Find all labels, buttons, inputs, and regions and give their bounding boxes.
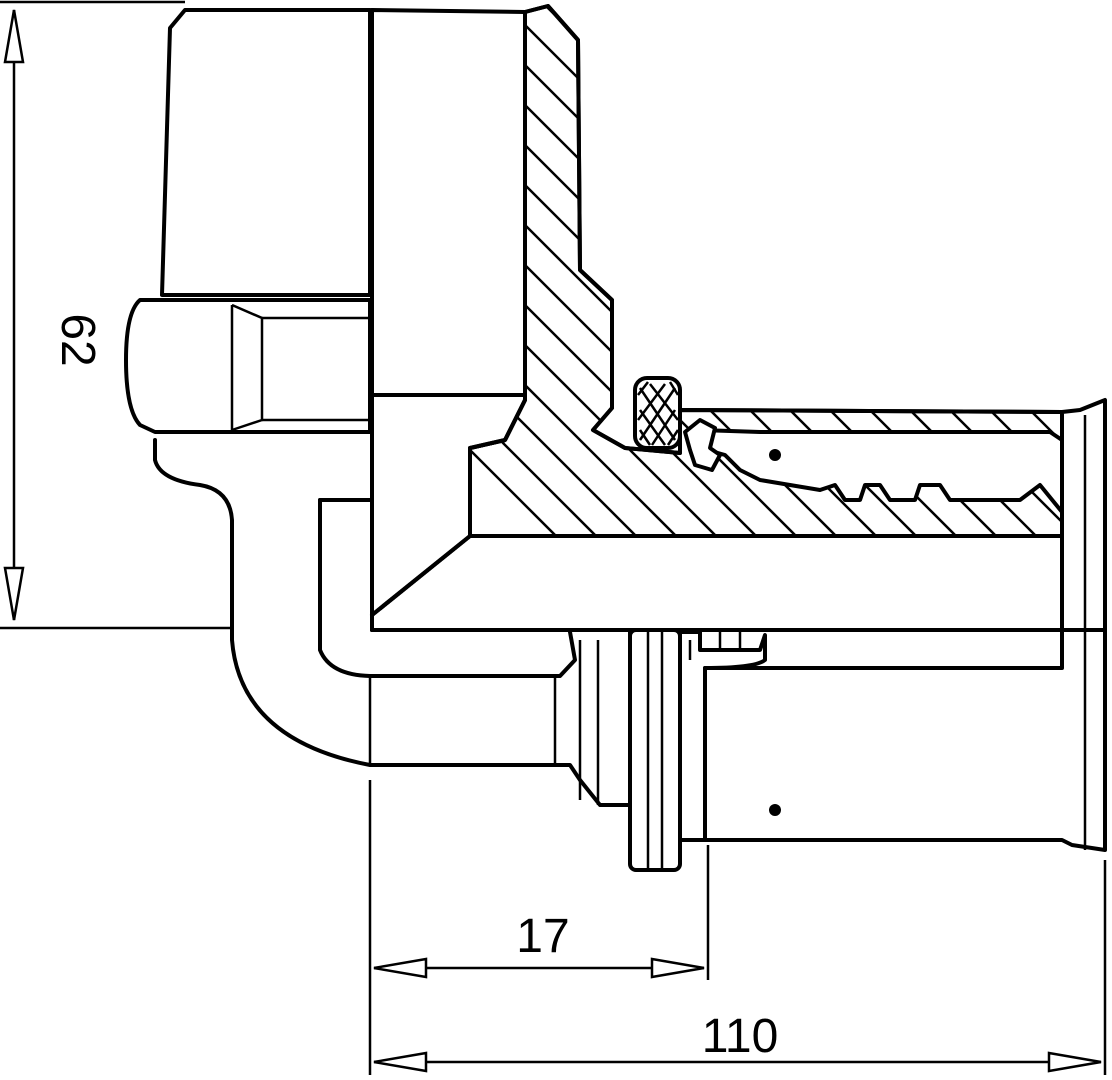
pipe-sleeve [703, 398, 1107, 852]
retaining-clip [683, 418, 722, 472]
total-length-dimension: 110 [373, 860, 1107, 1075]
hex-nut [124, 298, 372, 434]
vertical-bore [370, 8, 527, 632]
o-ring-seal [633, 376, 682, 450]
inner-length-label: 17 [516, 910, 569, 963]
inner-length-dimension: 17 [368, 780, 710, 1075]
height-dimension: 62 [0, 0, 230, 630]
height-label: 62 [51, 313, 104, 366]
press-collar [628, 628, 767, 872]
total-length-label: 110 [702, 1010, 779, 1063]
threaded-neck [160, 8, 372, 297]
fitting-bore [370, 534, 1064, 632]
